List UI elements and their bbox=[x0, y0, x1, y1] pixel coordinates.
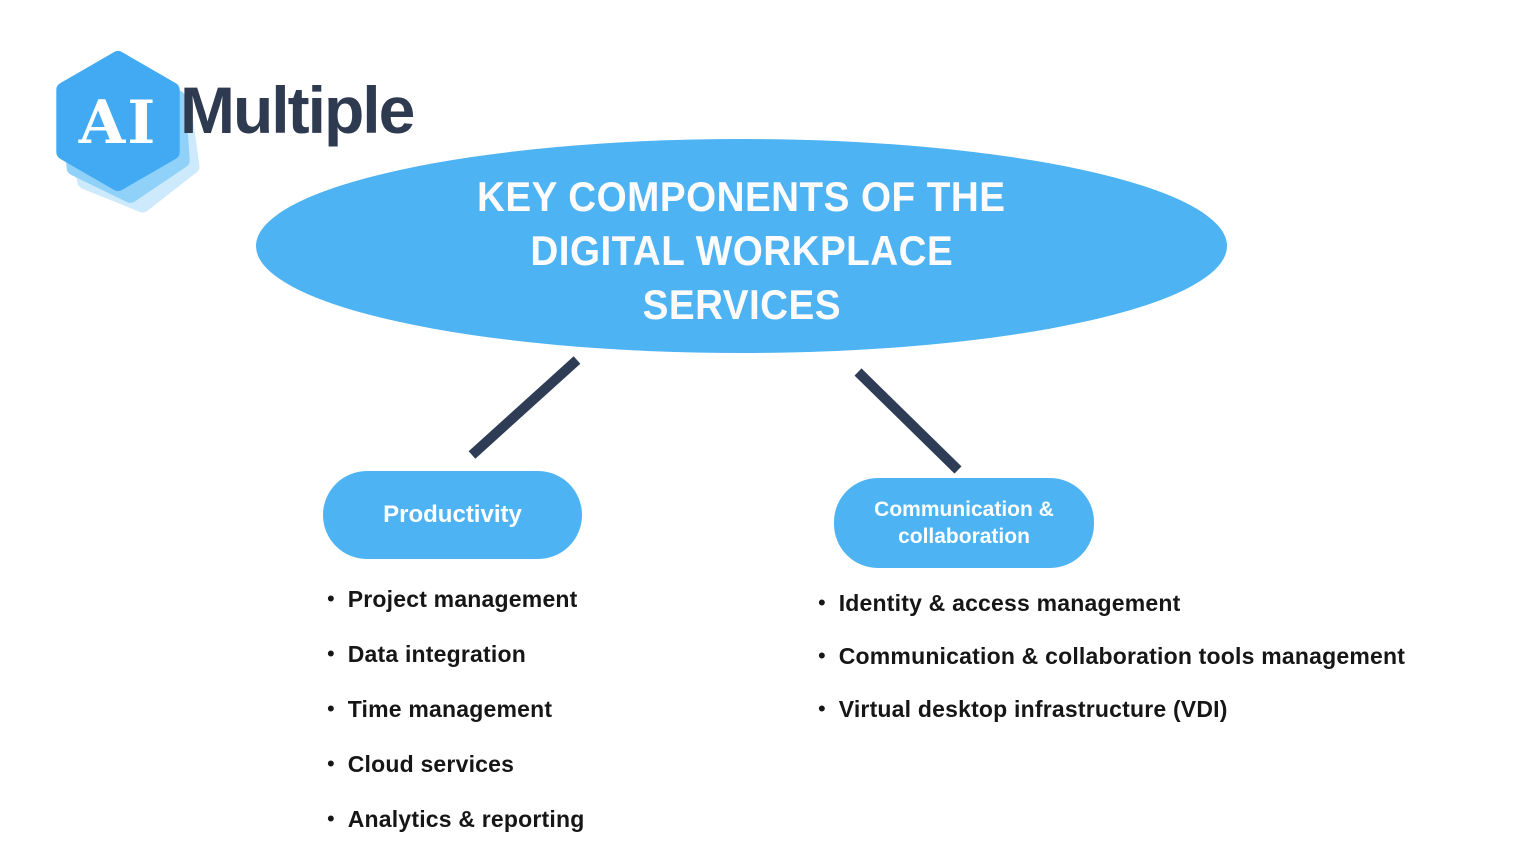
bullet-icon: • bbox=[818, 696, 826, 721]
list-item: • Time management bbox=[327, 696, 585, 722]
brand-name: Multiple bbox=[180, 73, 415, 147]
connector-line-right bbox=[854, 368, 962, 474]
title-line-2: DIGITAL WORKPLACE bbox=[530, 227, 953, 274]
communication-item-list: • Identity & access management • Communi… bbox=[818, 590, 1405, 722]
branch-label-communication-collaboration: Communication & collaboration bbox=[874, 498, 1054, 548]
bullet-icon: • bbox=[818, 643, 826, 668]
brand-logo: AI Multiple bbox=[14, 18, 474, 213]
list-item-label: Communication & collaboration tools mana… bbox=[838, 643, 1406, 669]
bullet-icon: • bbox=[818, 590, 826, 615]
title-line-3: SERVICES bbox=[642, 281, 841, 328]
list-item-label: Analytics & reporting bbox=[347, 806, 585, 832]
branch-node-productivity: Productivity bbox=[323, 471, 582, 559]
list-item: • Data integration bbox=[327, 641, 585, 667]
ai-hexagon-icon: AI bbox=[56, 51, 200, 213]
bullet-icon: • bbox=[327, 641, 335, 666]
list-item-label: Time management bbox=[347, 696, 553, 722]
list-item: • Analytics & reporting bbox=[327, 806, 585, 832]
hexagon-ai-label: AI bbox=[78, 88, 158, 158]
branch-node-communication-collaboration: Communication & collaboration bbox=[834, 478, 1094, 568]
connector-line-left bbox=[468, 356, 581, 459]
branch-label-productivity: Productivity bbox=[383, 501, 522, 528]
list-item: • Project management bbox=[327, 586, 585, 612]
list-item-label: Project management bbox=[347, 586, 578, 612]
list-item: • Identity & access management bbox=[818, 590, 1405, 616]
list-item-label: Cloud services bbox=[347, 751, 515, 777]
bullet-icon: • bbox=[327, 586, 335, 611]
list-item-label: Data integration bbox=[347, 641, 526, 667]
list-item-label: Virtual desktop infrastructure (VDI) bbox=[838, 696, 1228, 722]
list-item-label: Identity & access management bbox=[838, 590, 1181, 616]
title-line-1: KEY COMPONENTS OF THE bbox=[477, 173, 1006, 220]
productivity-item-list: • Project management • Data integration … bbox=[327, 586, 585, 832]
list-item: • Communication & collaboration tools ma… bbox=[818, 643, 1405, 669]
bullet-icon: • bbox=[327, 806, 335, 831]
list-item: • Virtual desktop infrastructure (VDI) bbox=[818, 696, 1405, 722]
bullet-icon: • bbox=[327, 751, 335, 776]
list-item: • Cloud services bbox=[327, 751, 585, 777]
title-ellipse: KEY COMPONENTS OF THE DIGITAL WORKPLACE … bbox=[256, 139, 1227, 353]
bullet-icon: • bbox=[327, 696, 335, 721]
